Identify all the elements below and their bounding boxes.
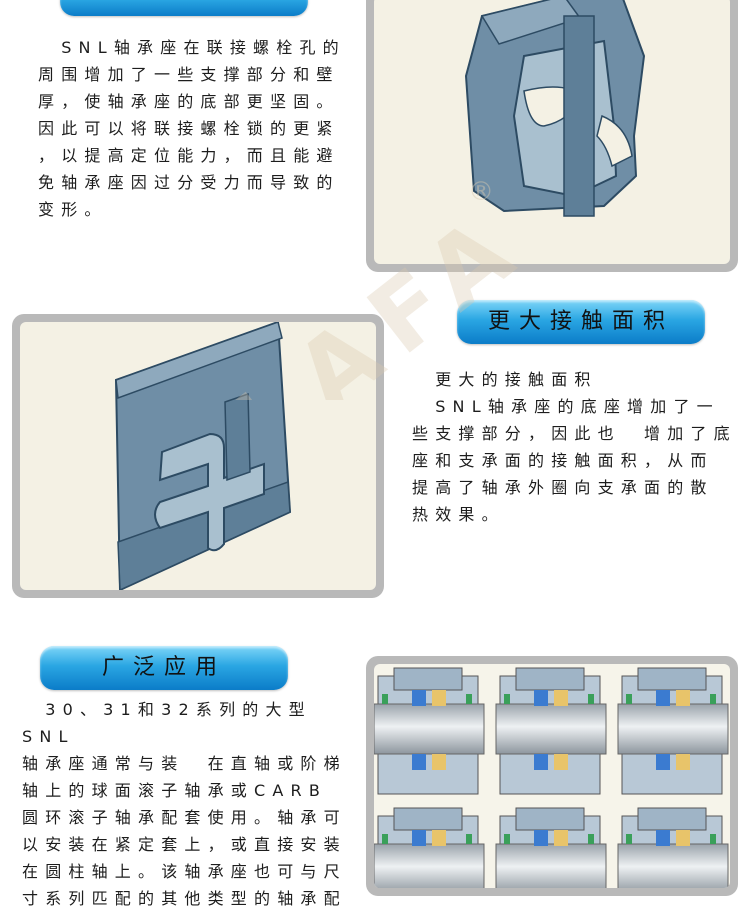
section3-heading-pill: 广泛应用 — [40, 646, 288, 690]
section2-heading-pill: 更大接触面积 — [457, 300, 705, 344]
section1-heading-pill — [60, 0, 308, 16]
section2-heading: 更大接触面积 — [487, 309, 674, 334]
section2-body: 更大的接触面积 SNL轴承座的底座增加了一 些支撑部分，因此也 增加了底 座和支… — [412, 370, 737, 524]
section1-body: SNL轴承座在联接螺栓孔的 周围增加了一些支撑部分和壁 厚，使轴承座的底部更坚固… — [38, 38, 346, 219]
applications-image — [366, 656, 738, 896]
housing-foot-drawing — [464, 0, 646, 217]
section3-heading: 广泛应用 — [101, 655, 226, 680]
housing-foot-image — [366, 0, 738, 272]
housing-base-image — [12, 314, 384, 598]
applications-drawing — [374, 667, 729, 888]
housing-base-drawing — [114, 322, 292, 590]
